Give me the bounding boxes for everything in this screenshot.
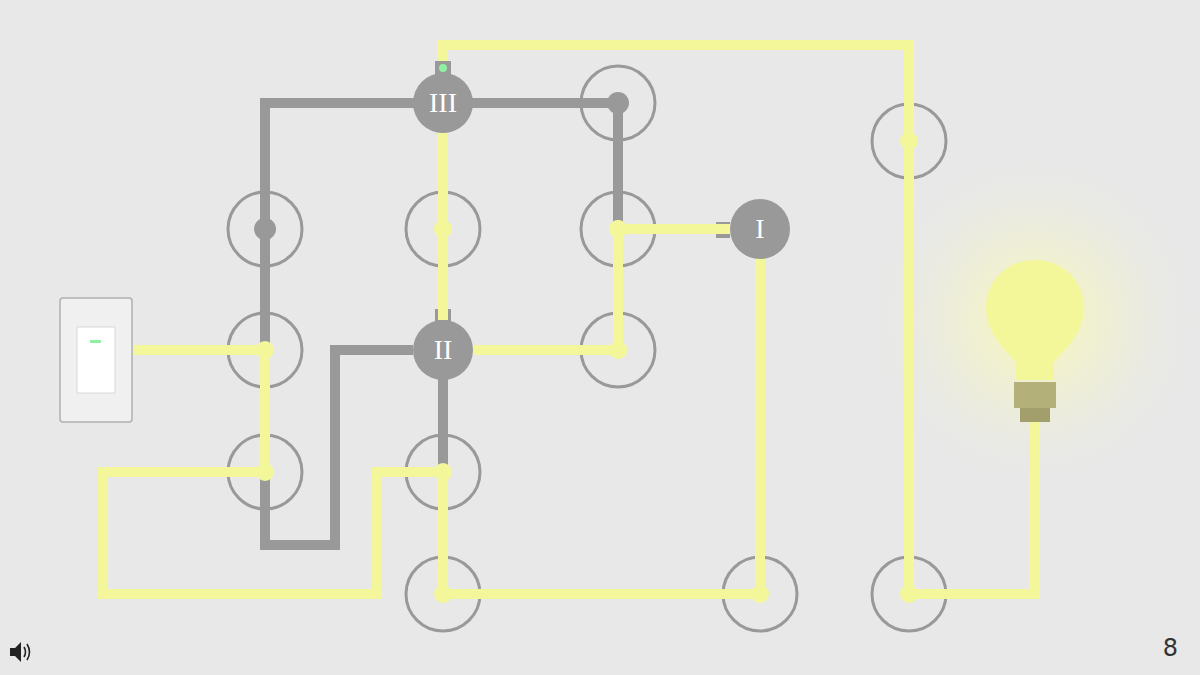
live-junction <box>434 220 452 238</box>
sound-icon <box>10 642 30 662</box>
socket-rings <box>228 66 946 631</box>
live-junction <box>609 220 627 238</box>
light-bulb <box>986 260 1084 422</box>
gate-node: I <box>730 199 790 259</box>
gate-numeral: I <box>755 215 764 243</box>
live-junction <box>609 341 627 359</box>
indicator-tabs <box>435 61 730 323</box>
live-wire <box>473 229 730 350</box>
gate-node: III <box>413 73 473 133</box>
live-junctions <box>256 132 918 603</box>
gate-numeral: III <box>429 89 457 117</box>
gate-node: II <box>413 320 473 380</box>
gate-numeral: II <box>434 336 453 364</box>
level-number: 8 <box>1163 636 1178 660</box>
inactive-wires <box>265 103 618 545</box>
live-wires <box>103 45 1035 594</box>
wall-switch <box>60 298 132 422</box>
